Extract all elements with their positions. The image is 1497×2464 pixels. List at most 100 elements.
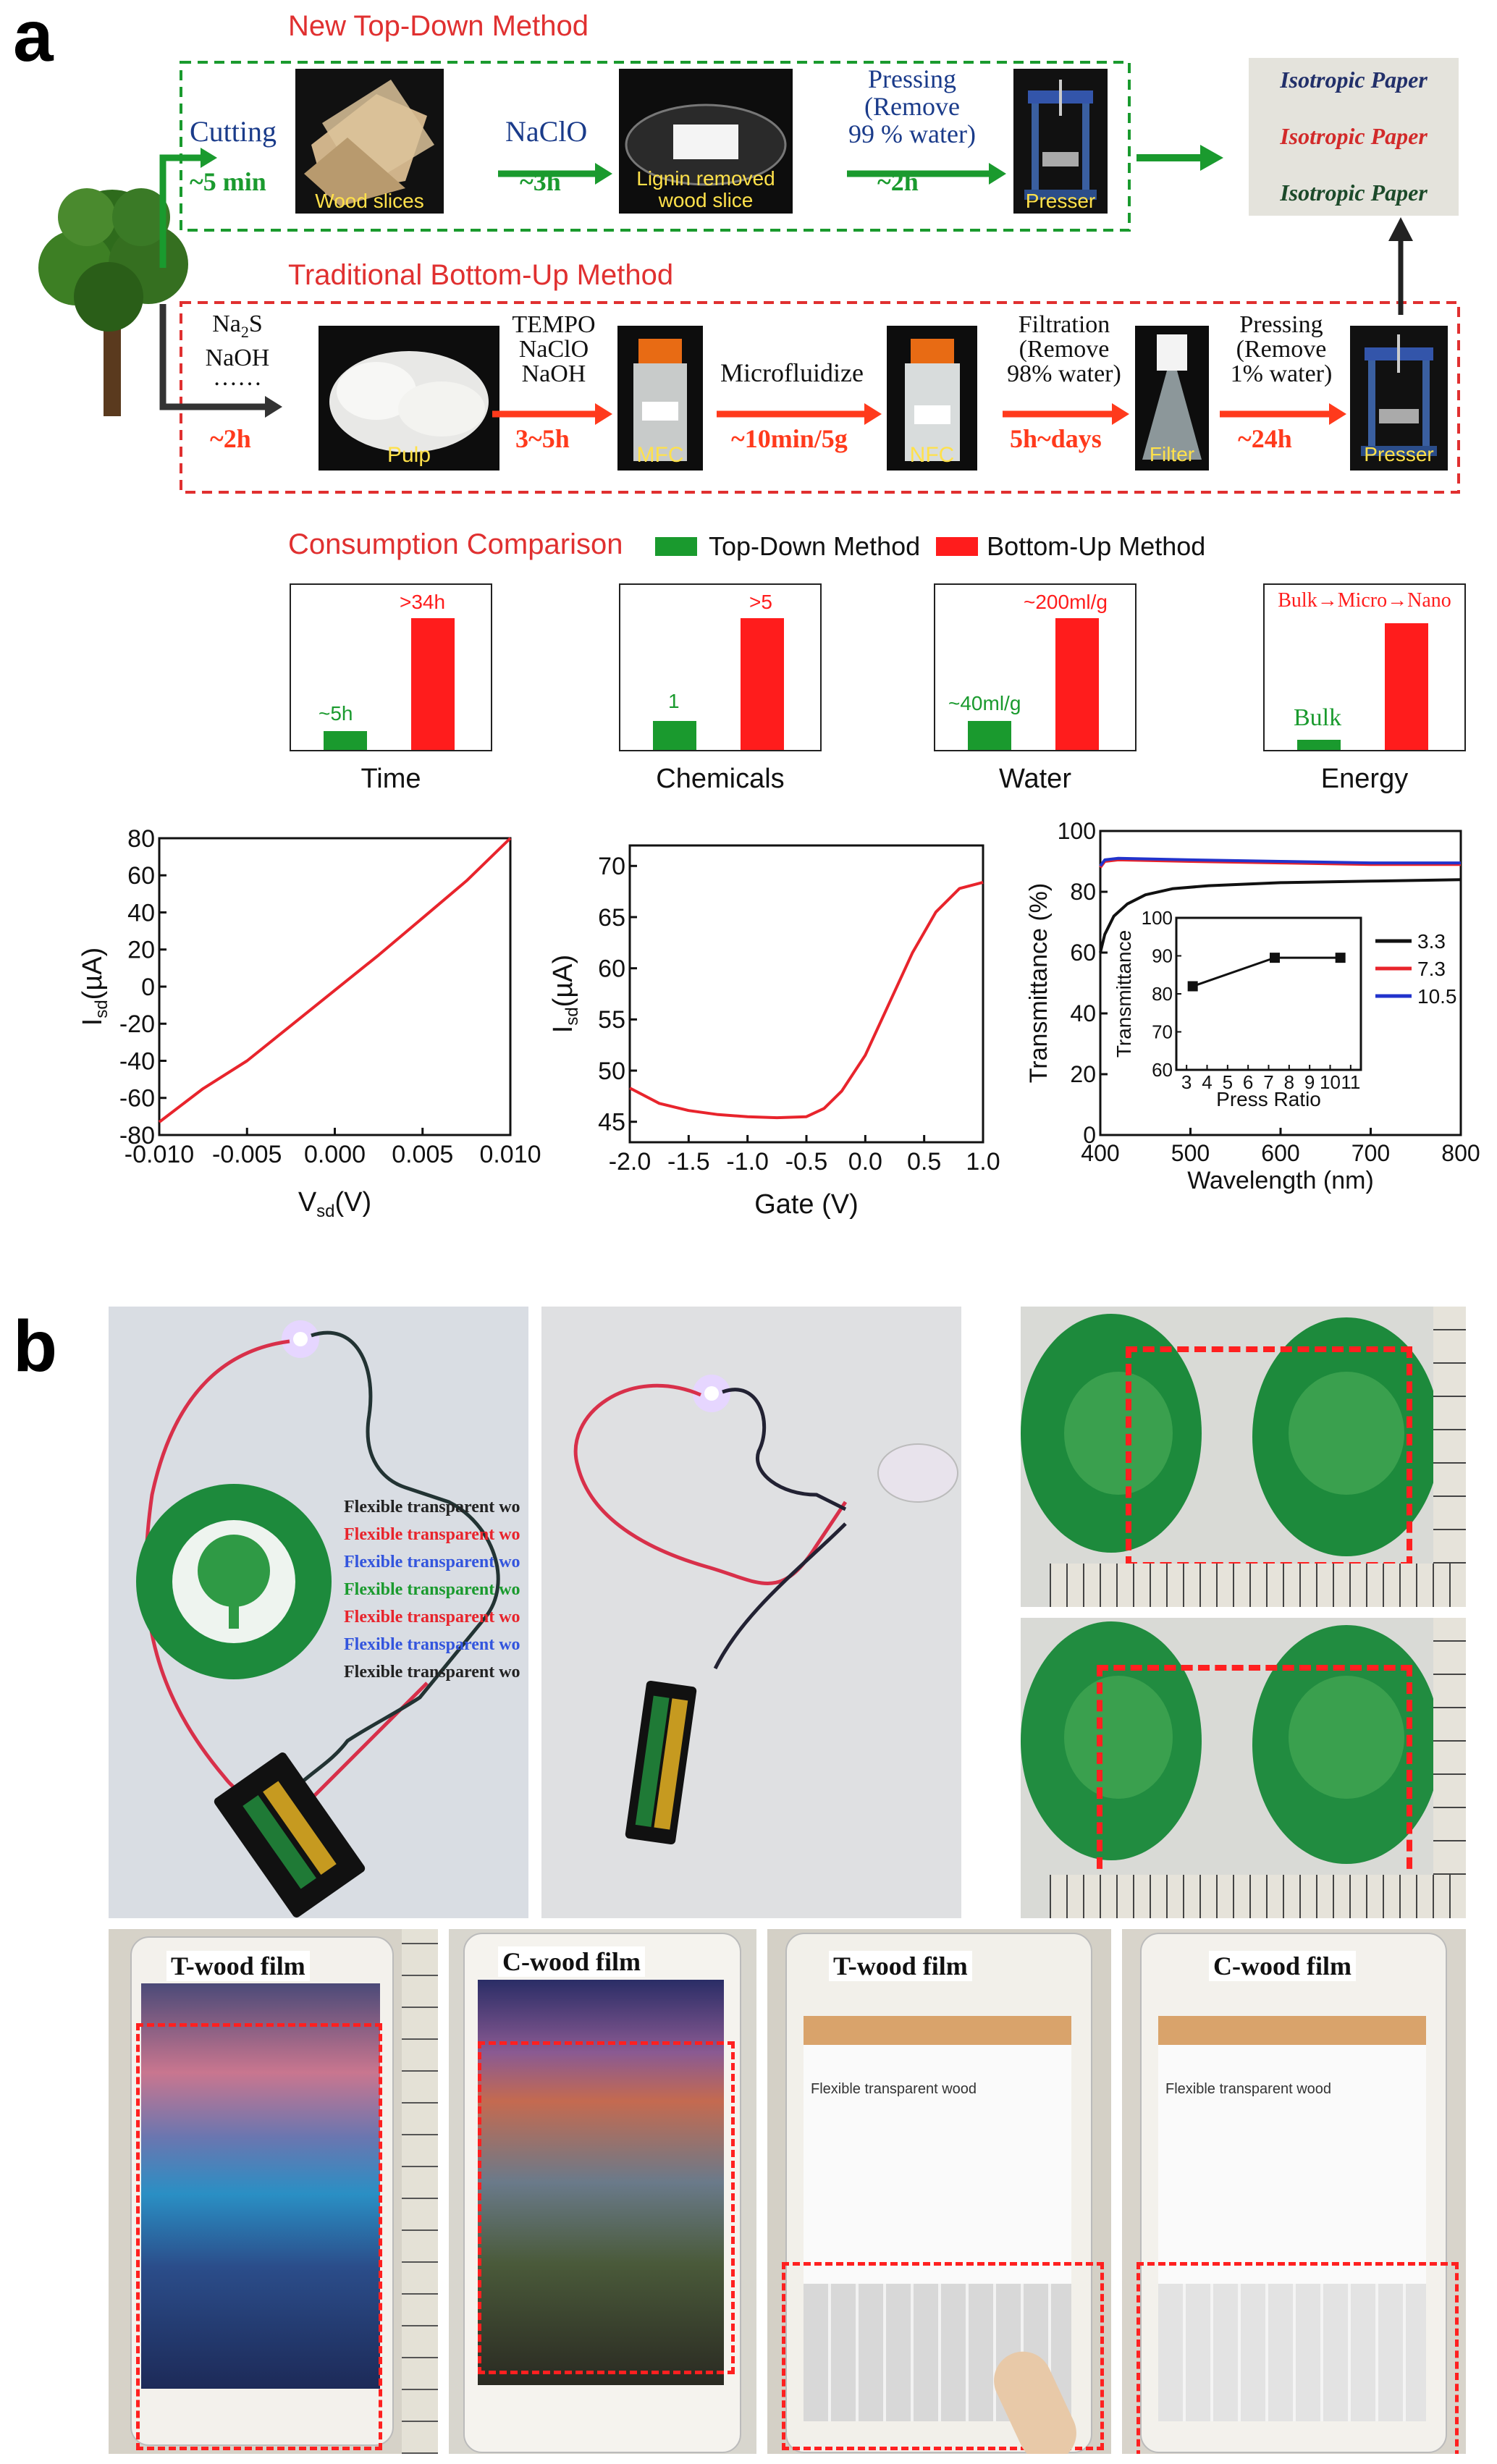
bottom-step-4-time: 5h~days [1010,424,1102,453]
inset-y-tick-label: 80 [1152,983,1173,1005]
gate-x-tick-label: 0.0 [848,1148,882,1176]
caption-wood-slices: Wood slices [315,190,424,212]
flexible-line-6: Flexible transparent wo [344,1635,520,1654]
consumption-name-chemicals: Chemicals [656,764,785,794]
gate-x-tick-label: 1.0 [966,1148,1000,1176]
iv-x-tick-label: -0.010 [125,1141,194,1168]
trans-legend-label-7.3: 7.3 [1417,958,1446,980]
photo-pulp [319,326,499,471]
top-step-1-time: ~5 min [190,167,266,196]
legend-swatch-top-down [655,537,697,556]
gate-y-tick-label: 45 [598,1109,625,1136]
flexible-line-3: Flexible transparent wo [344,1553,520,1571]
bar-water-top [968,721,1011,750]
phone-photo-3: Flexible transparent wood T-wood film [767,1929,1111,2454]
tree-top-arrow [159,154,205,268]
top-down-box [180,61,1131,232]
top-step-2-time: ~3h [520,167,561,196]
phone-dashed-region-2 [478,2041,735,2374]
label-chemicals-top: 1 [668,690,680,712]
bar-chemicals-bottom [741,618,784,750]
inset-point [1187,981,1198,992]
photo-filter [1135,326,1209,471]
inset-y-tick-label: 100 [1142,907,1173,929]
bar-water-bottom [1055,618,1099,750]
phone-photo-1: T-wood film [109,1929,438,2454]
trans-y-tick-label: 100 [1058,818,1096,844]
bottom-step-2-time: 3~5h [515,424,570,453]
inset-point [1270,953,1280,963]
dashed-region-top [1126,1346,1412,1568]
gate-y-tick-label: 50 [598,1058,625,1085]
trans-x-tick-label: 700 [1351,1140,1390,1166]
iv-y-tick-label: 60 [127,862,155,890]
caption-nfc: NFC [909,443,955,467]
bottom-step-3-time: ~10min/5g [731,424,848,453]
label-water-top: ~40ml/g [948,692,1021,714]
gate-y-tick-label: 60 [598,955,625,983]
inset-x-tick-label: 10 [1320,1071,1341,1093]
bottom-up-box [180,301,1460,494]
photo-mfc [617,326,703,471]
consumption-name-energy: Energy [1320,764,1409,794]
iv-x-tick-label: 0.000 [304,1141,366,1168]
label-time-top: ~5h [319,702,353,725]
trans-x-tick-label: 500 [1171,1140,1210,1166]
tree-bottom-arrow [159,304,269,410]
inset-y-tick-label: 60 [1152,1059,1173,1081]
top-step-1-label: Cutting [190,115,277,148]
ruler-side-top [1433,1307,1466,1564]
inset-x-tick-label: 11 [1341,1071,1360,1093]
caption-lignin-removed: Lignin removed wood slice [636,167,775,211]
iv-y-axis-label: Isd(µA) [77,948,111,1026]
phone-ruler-side-1 [402,1929,438,2454]
bottom-step-4-label: Filtration (Remove 98% water) [1007,311,1121,387]
gate-x-axis-label: Gate (V) [754,1189,859,1220]
trans-y-tick-label: 80 [1070,879,1096,905]
bottom-step-5-label: Pressing (Remove 1% water) [1230,311,1333,387]
label-time-bottom: >34h [400,591,446,613]
phone-label-3: T-wood film [829,1951,972,1981]
iv-x-tick-label: 0.005 [392,1141,453,1168]
gate-x-tick-label: -2.0 [609,1148,651,1176]
phone-dashed-region-4 [1137,2262,1459,2454]
trans-y-axis-label: Transmittance (%) [1025,883,1053,1083]
label-chemicals-bottom: >5 [749,591,772,613]
bottom-step-2-label: TEMPO NaClO NaOH [512,311,596,387]
gate-series-line-0 [629,880,984,1120]
bottom-step-1-label: Na2S NaOH …… [205,311,270,391]
trans-y-tick-label: 0 [1083,1122,1096,1148]
ruler-bottom-bottom [1050,1875,1466,1918]
photo-logos-bottom [1021,1618,1466,1918]
top-step-2-label: NaClO [505,115,588,148]
photo-lignin-removed [619,69,793,214]
phone-label-2: C-wood film [498,1946,645,1977]
photo-presser-bottom [1350,326,1448,471]
panel-label-b: b [13,1306,58,1387]
ruler-bottom-top [1050,1564,1466,1607]
bar-chemicals-top [653,721,696,750]
trans-legend-label-3.3: 3.3 [1417,930,1446,953]
isotropic-paper-text-1: Isotropic Paper [1280,67,1428,93]
academy-logo [136,1484,332,1679]
trans-y-tick-label: 40 [1070,1000,1096,1026]
bar-energy-top [1297,740,1341,750]
trans-series-line-3.3 [1099,878,1462,953]
trans-x-tick-label: 400 [1081,1140,1119,1166]
consumption-legend: Top-Down Method Bottom-Up Method [655,531,1205,562]
trans-x-axis-label: Wavelength (nm) [1187,1167,1374,1194]
iv-y-tick-label: 0 [141,974,155,1001]
gate-x-tick-label: 0.5 [907,1148,941,1176]
tree-icon [38,188,188,416]
inset-x-tick-label: 4 [1202,1071,1212,1093]
isotropic-paper-text-3: Isotropic Paper [1280,180,1428,206]
flexible-line-2: Flexible transparent wo [344,1525,520,1544]
phone-label-1: T-wood film [166,1951,310,1981]
isotropic-paper [1249,58,1459,216]
top-down-title: New Top-Down Method [288,10,589,42]
gate-x-tick-label: -1.5 [667,1148,710,1176]
flexible-text-block: Flexible transparent wo Flexible transpa… [344,1493,520,1686]
